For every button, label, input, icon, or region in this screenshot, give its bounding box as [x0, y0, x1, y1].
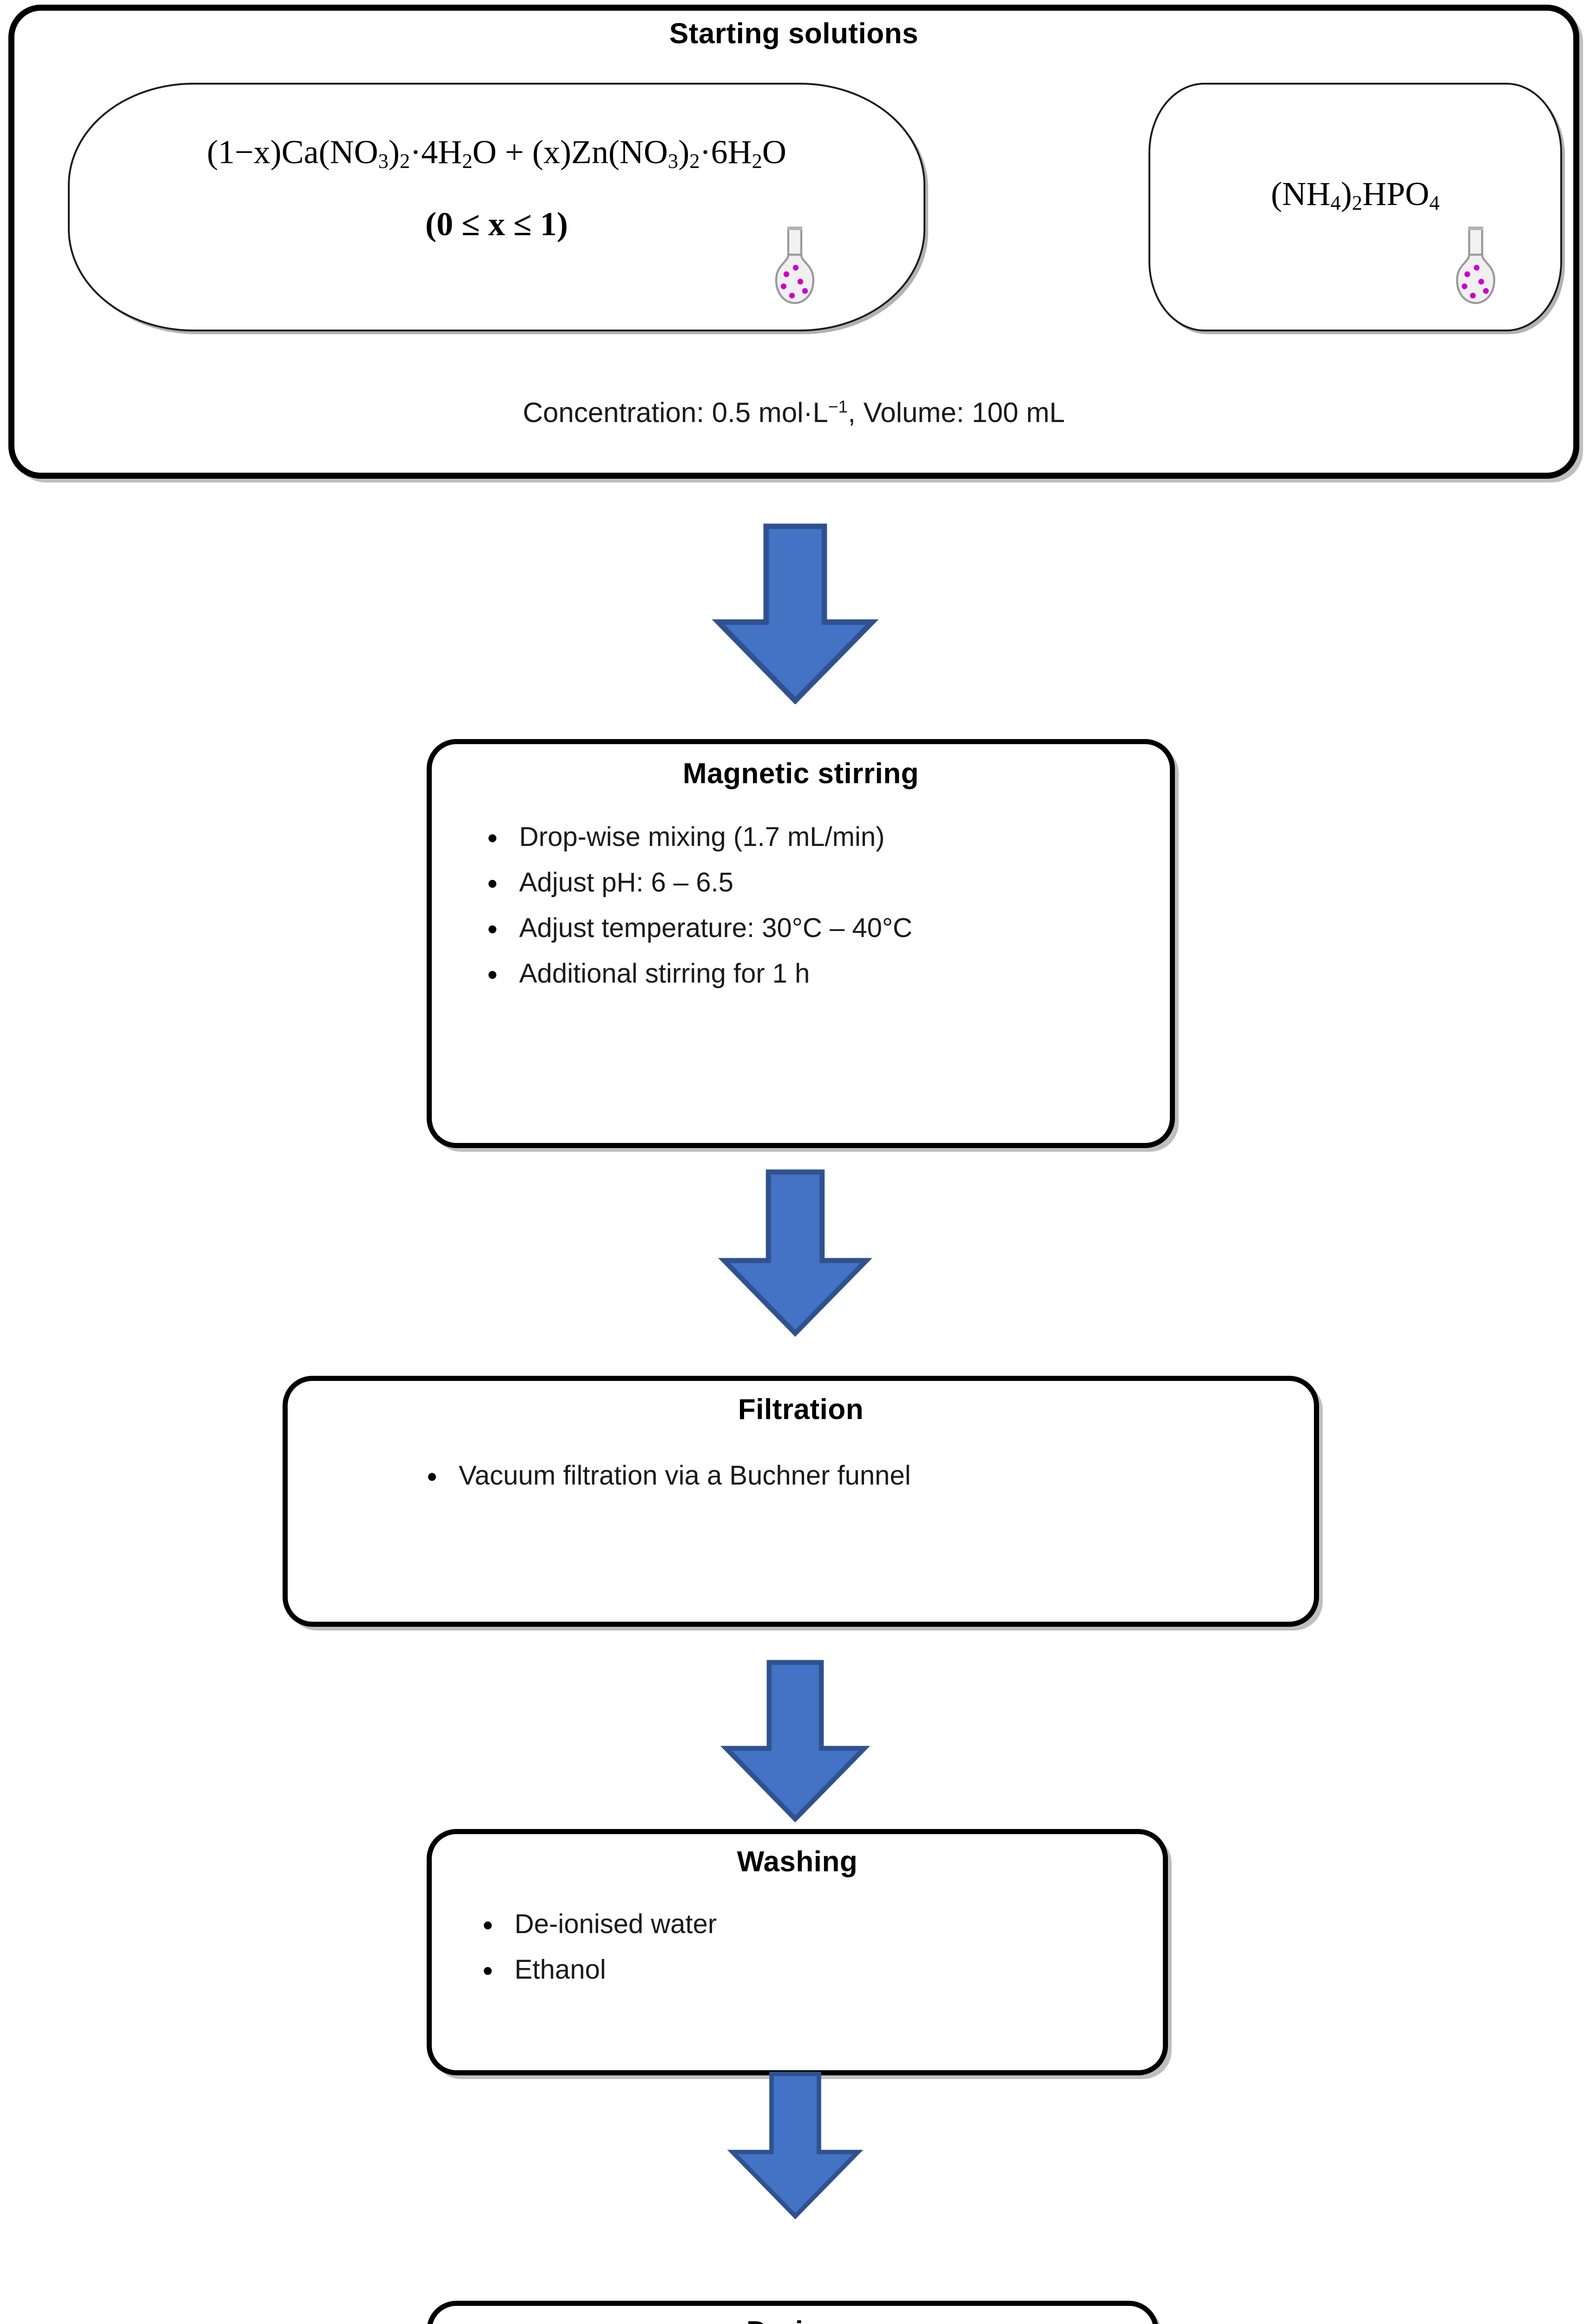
magnetic-stirring-box: Magnetic stirring Drop-wise mixing (1.7 …: [427, 739, 1175, 1148]
list-item: Vacuum filtration via a Buchner funnel: [422, 1456, 1314, 1495]
washing-title: Washing: [737, 1846, 858, 1878]
arrow-down-icon: [726, 2068, 865, 2222]
volume-text: , Volume: 100 mL: [848, 397, 1065, 428]
ammonium-phosphate-formula: (NH4)2HPO4: [1271, 175, 1440, 214]
drying-box: Drying 40 °C for 7 days: [427, 2301, 1159, 2324]
concentration-label: Concentration:: [522, 397, 705, 428]
magnetic-stirring-title: Magnetic stirring: [682, 758, 919, 790]
starting-solution-left-box: (1−x)Ca(NO3)2·4H2O + (x)Zn(NO3)2·6H2O (0…: [68, 83, 925, 331]
filtration-box: Filtration Vacuum filtration via a Buchn…: [283, 1376, 1319, 1627]
arrow-down-icon: [716, 1659, 874, 1822]
list-item: Ethanol: [478, 1950, 1163, 1989]
flask-icon: [767, 224, 823, 308]
concentration-exponent: −1: [828, 396, 848, 416]
x-range-expression: (0 ≤ x ≤ 1): [425, 205, 568, 243]
starting-solution-right-box: (NH4)2HPO4: [1148, 83, 1562, 331]
starting-solutions-title: Starting solutions: [669, 18, 918, 50]
starting-solutions-box: Starting solutions (1−x)Ca(NO3)2·4H2O + …: [8, 5, 1579, 479]
arrow-down-icon: [709, 523, 881, 705]
concentration-volume-label: Concentration: 0.5 mol·L−1, Volume: 100 …: [14, 396, 1573, 429]
drying-title: Drying: [432, 2316, 1154, 2324]
filtration-title: Filtration: [738, 1393, 864, 1426]
list-item: Adjust temperature: 30°C – 40°C: [483, 909, 1170, 948]
magnetic-stirring-bullet-list: Drop-wise mixing (1.7 mL/min) Adjust pH:…: [483, 818, 1170, 993]
filtration-bullet-list: Vacuum filtration via a Buchner funnel: [422, 1456, 1314, 1495]
washing-bullet-list: De-ionised water Ethanol: [478, 1905, 1163, 1989]
flask-icon: [1448, 224, 1504, 308]
list-item: Additional stirring for 1 h: [483, 954, 1170, 993]
concentration-value: 0.5 mol·L: [712, 397, 828, 428]
list-item: De-ionised water: [478, 1905, 1163, 1944]
list-item: Drop-wise mixing (1.7 mL/min): [483, 818, 1170, 857]
washing-box: Washing De-ionised water Ethanol: [427, 1829, 1168, 2075]
calcium-zinc-nitrate-formula: (1−x)Ca(NO3)2·4H2O + (x)Zn(NO3)2·6H2O: [207, 133, 786, 172]
list-item: Adjust pH: 6 – 6.5: [483, 863, 1170, 902]
arrow-down-icon: [716, 1167, 874, 1339]
